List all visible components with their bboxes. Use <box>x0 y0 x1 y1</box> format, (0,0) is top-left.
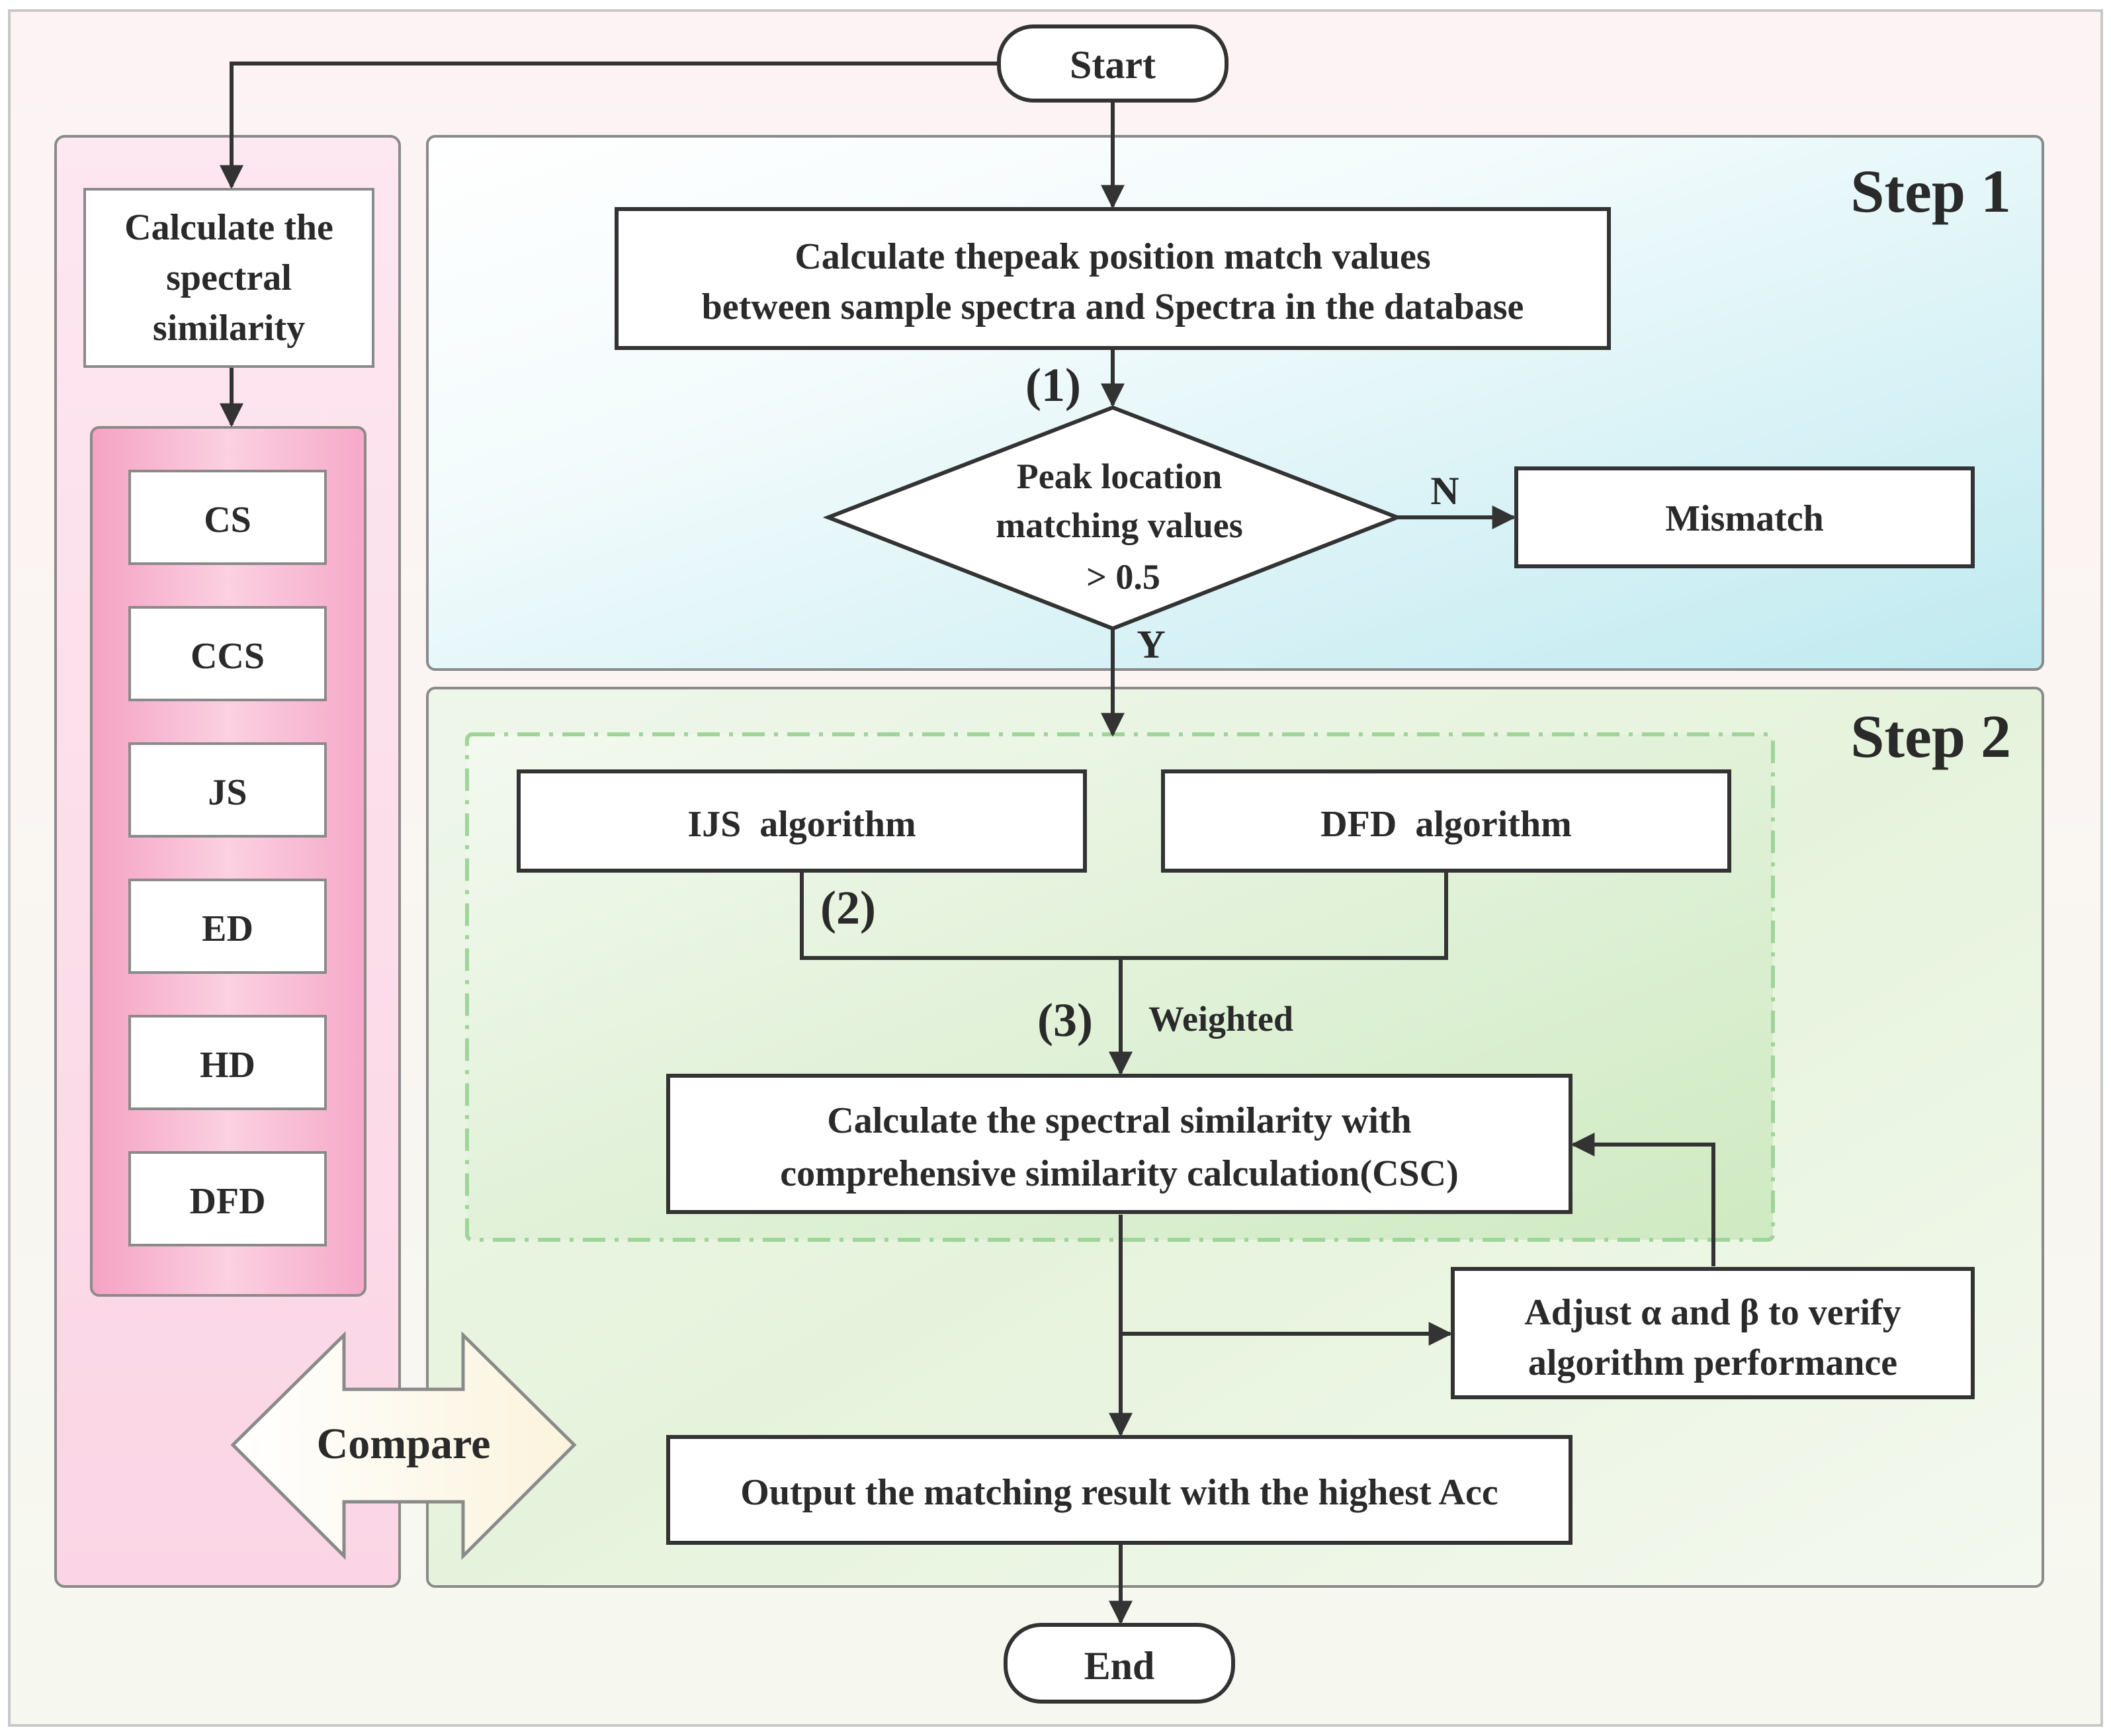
method-label-ed: ED <box>202 908 253 949</box>
method-list: CS CCS JS ED HD DFD <box>128 470 327 1246</box>
method-box-ccs <box>128 606 327 701</box>
compare-double-arrow <box>230 1331 577 1561</box>
start-terminal <box>997 24 1228 103</box>
decision-diamond <box>822 405 1403 631</box>
csc-line-1: Calculate the spectral similarity with <box>827 1100 1411 1141</box>
calc-peak-line-2: between sample spectra and Spectra in th… <box>702 286 1524 327</box>
output-box <box>666 1435 1572 1545</box>
method-label-hd: HD <box>200 1045 255 1086</box>
marker-2: (2) <box>820 881 876 934</box>
adjust-line-2: algorithm performance <box>1528 1342 1897 1383</box>
dfd-algorithm-label: DFD algorithm <box>1320 804 1572 845</box>
method-box-js <box>128 742 327 838</box>
output-label: Output the matching result with the high… <box>740 1472 1498 1513</box>
step2-title: Step 2 <box>1850 703 2011 770</box>
method-box-dfd <box>128 1151 327 1246</box>
marker-1: (1) <box>1025 359 1081 412</box>
left-title-line-3: similarity <box>153 308 305 349</box>
end-label: End <box>1084 1644 1155 1688</box>
marker-3: (3) <box>1037 994 1093 1047</box>
connector-start-left <box>220 62 999 189</box>
start-label: Start <box>1070 43 1156 87</box>
connector-adjust-csc <box>1571 1133 1715 1266</box>
compare-label: Compare <box>317 1420 491 1468</box>
step1-title: Step 1 <box>1850 157 2011 225</box>
method-label-ccs: CCS <box>191 636 265 677</box>
left-title-box <box>83 188 374 368</box>
method-label-js: JS <box>208 772 247 813</box>
connector-ijs-merge <box>800 872 1448 960</box>
decision-line-2: matching values <box>996 505 1243 545</box>
connectors <box>220 62 1715 1625</box>
mismatch-label: Mismatch <box>1665 498 1824 539</box>
ijs-algorithm-box <box>517 769 1087 873</box>
calc-peak-box <box>615 207 1611 350</box>
method-label-dfd: DFD <box>189 1181 265 1222</box>
method-box-ed <box>128 879 327 974</box>
ijs-algorithm-label: IJS algorithm <box>687 804 916 845</box>
csc-line-2: comprehensive similarity calculation(CSC… <box>780 1153 1459 1194</box>
decision-line-3: > 0.5 <box>1086 557 1160 597</box>
adjust-line-1: Adjust α and β to verify <box>1524 1292 1901 1333</box>
left-title-line-2: spectral <box>166 257 292 298</box>
end-terminal <box>1004 1623 1235 1704</box>
left-title-line-1: Calculate the <box>124 207 333 248</box>
decision-line-1: Peak location <box>1017 456 1222 496</box>
yes-label: Y <box>1137 623 1165 666</box>
method-label-cs: CS <box>204 499 251 541</box>
dfd-algorithm-box <box>1161 769 1731 873</box>
method-box-cs <box>128 470 327 565</box>
method-box-hd <box>128 1015 327 1110</box>
adjust-box <box>1451 1267 1975 1399</box>
weighted-label: Weighted <box>1148 999 1293 1039</box>
no-label: N <box>1430 469 1459 513</box>
calc-peak-line-1: Calculate thepeak position match values <box>795 236 1430 277</box>
csc-box <box>666 1074 1572 1214</box>
mismatch-box <box>1514 466 1975 568</box>
